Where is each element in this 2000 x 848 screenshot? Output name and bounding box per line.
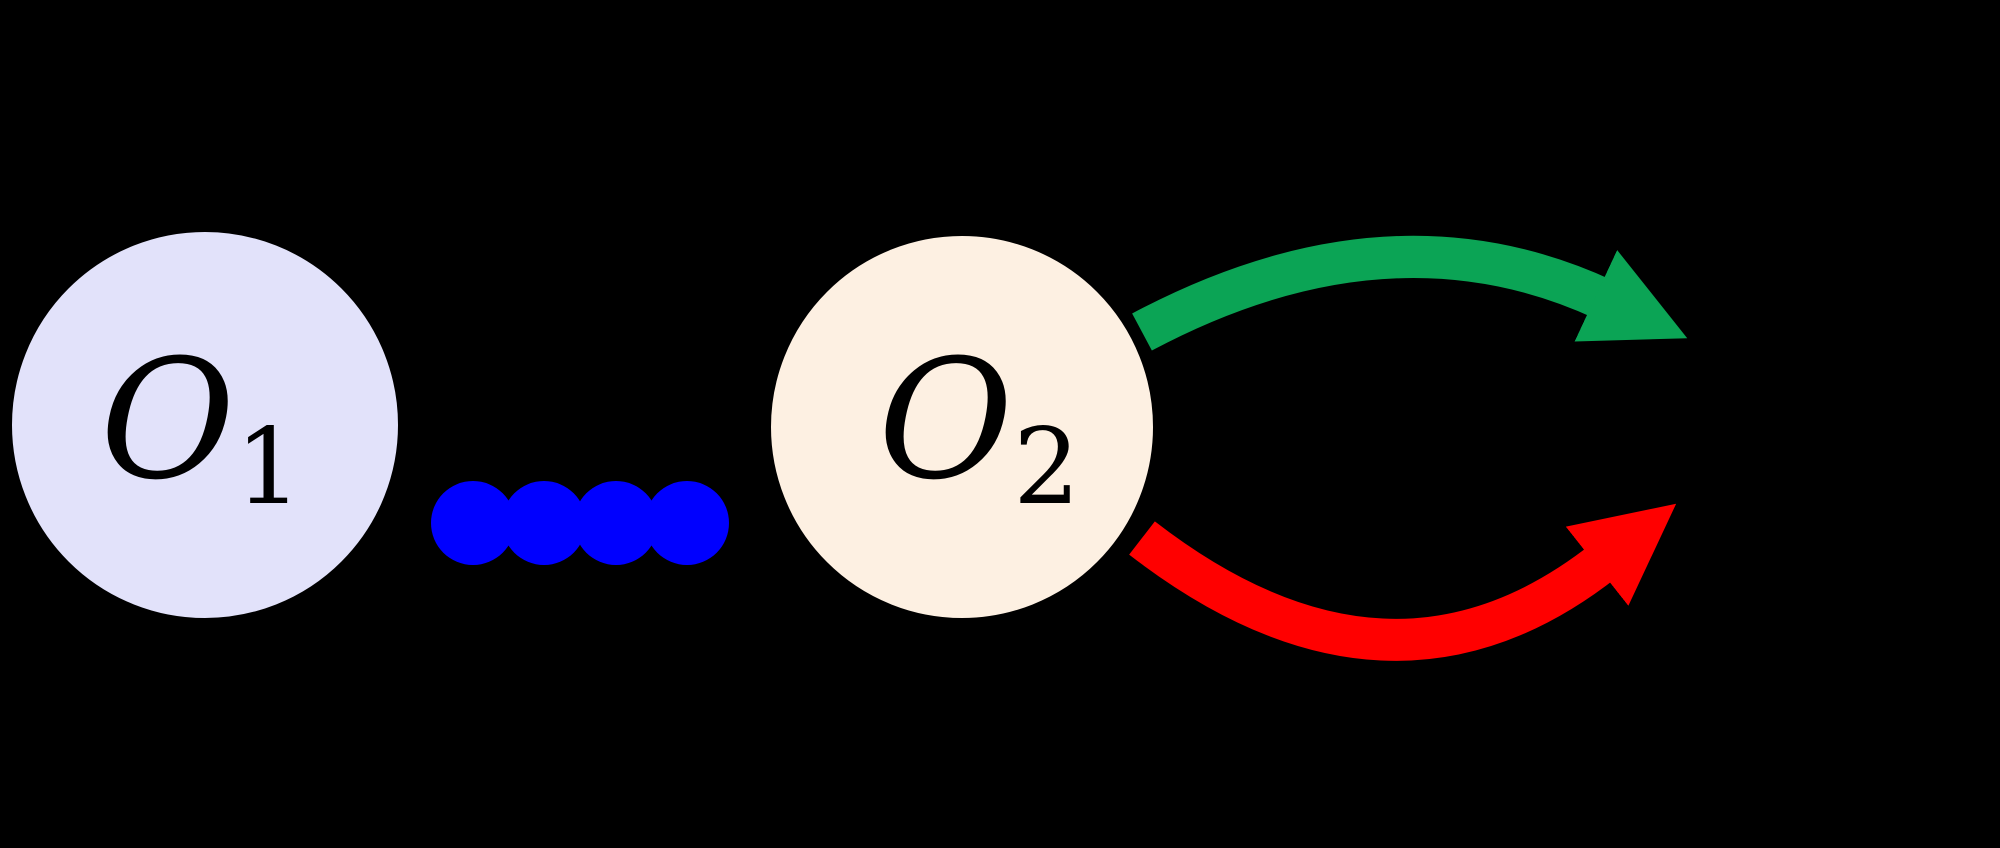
node-o2-label: O2 bbox=[878, 324, 1080, 528]
green-arrow bbox=[1132, 235, 1688, 351]
dotted-link-dot-2 bbox=[502, 481, 586, 565]
node-o2-label-base: O bbox=[878, 324, 1013, 516]
red-arrow bbox=[1129, 503, 1677, 661]
dotted-link bbox=[431, 481, 729, 565]
dotted-link-dot-1 bbox=[431, 481, 515, 565]
node-o2-label-subscript: 2 bbox=[1013, 406, 1080, 528]
node-o1-label: O1 bbox=[100, 324, 302, 528]
node-o1-label-subscript: 1 bbox=[235, 406, 302, 528]
dotted-link-dot-3 bbox=[574, 481, 658, 565]
node-o1 bbox=[8, 228, 402, 622]
dotted-link-dot-4 bbox=[645, 481, 729, 565]
node-o2 bbox=[767, 232, 1157, 622]
node-o1-label-base: O bbox=[100, 324, 235, 516]
